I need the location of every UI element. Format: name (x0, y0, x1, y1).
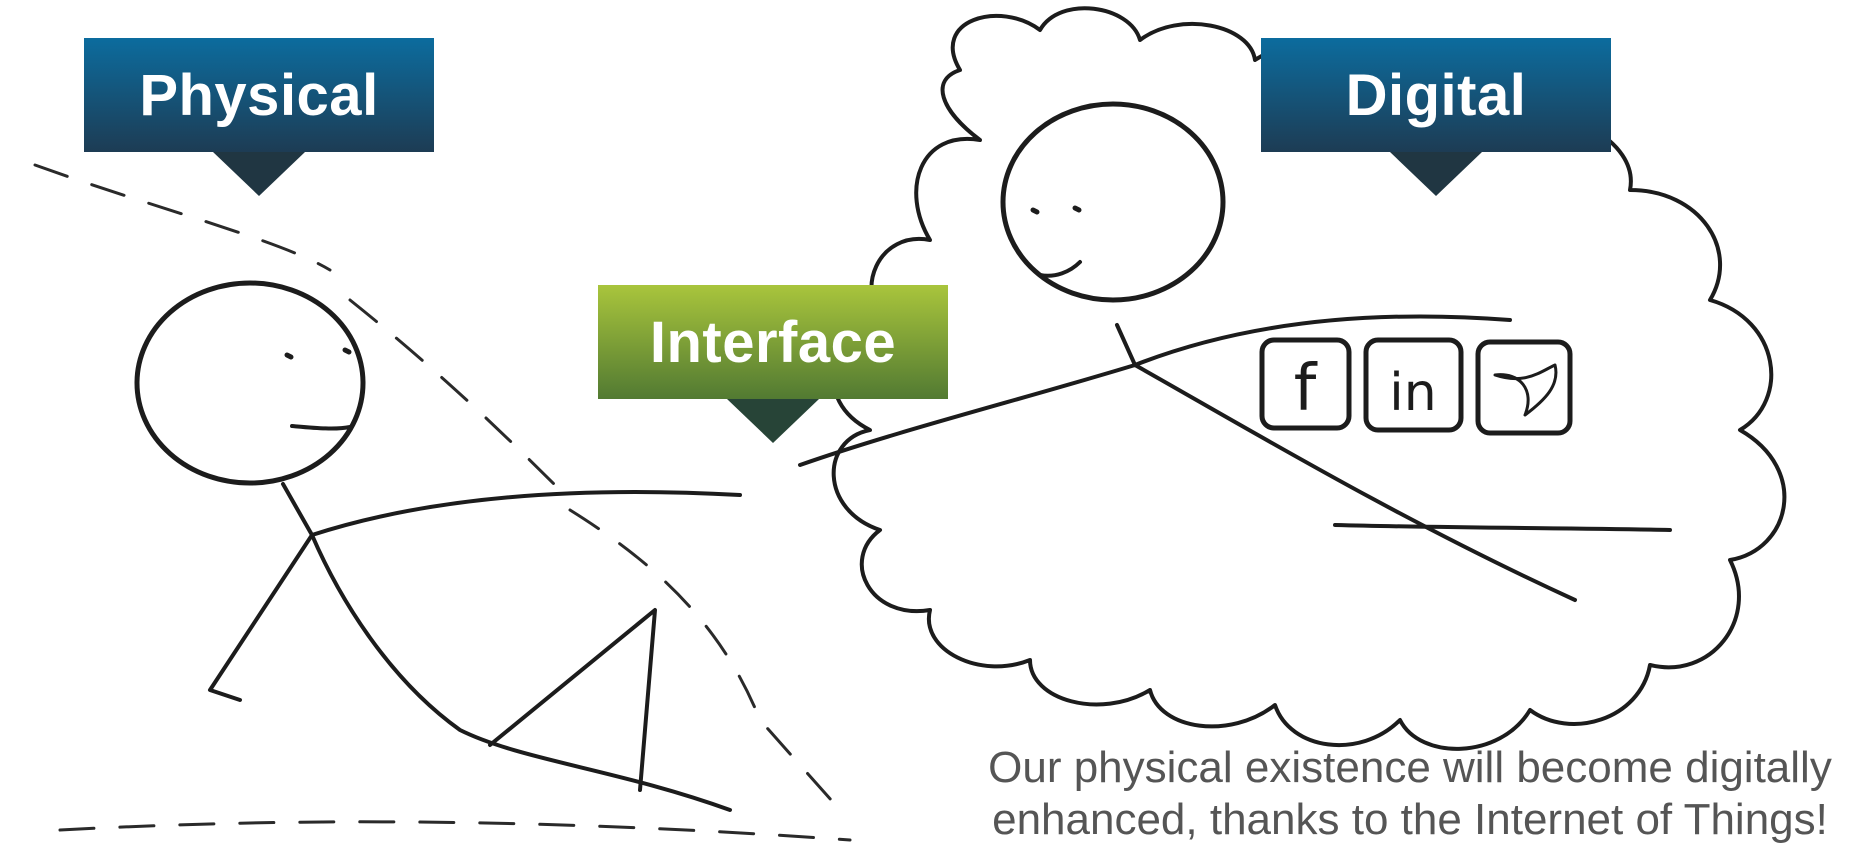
digital-arrow-icon (1390, 152, 1482, 196)
caption-line-2: enhanced, thanks to the Internet of Thin… (992, 795, 1828, 844)
linkedin-icon: in (1363, 337, 1464, 433)
interface-label: Interface (598, 285, 948, 443)
digital-stick-figure (798, 101, 1672, 602)
dashed-line-right (568, 508, 842, 812)
digital-label: Digital (1261, 38, 1611, 196)
physical-label-text: Physical (84, 38, 434, 152)
svg-text:f: f (1294, 352, 1318, 426)
physical-arrow-icon (213, 152, 305, 196)
dashed-line-top (33, 163, 332, 272)
physical-stick-figure (134, 280, 742, 812)
facebook-icon: f (1259, 337, 1352, 431)
caption: Our physical existence will become digit… (970, 742, 1850, 846)
caption-line-1: Our physical existence will become digit… (988, 743, 1832, 792)
dashed-line-diagonal (348, 298, 572, 502)
svg-text:in: in (1389, 363, 1436, 423)
interface-arrow-icon (727, 399, 819, 443)
dashed-line-bottom (58, 820, 852, 842)
physical-label: Physical (84, 38, 434, 196)
interface-label-text: Interface (598, 285, 948, 399)
digital-label-text: Digital (1261, 38, 1611, 152)
twitter-icon (1475, 339, 1573, 436)
